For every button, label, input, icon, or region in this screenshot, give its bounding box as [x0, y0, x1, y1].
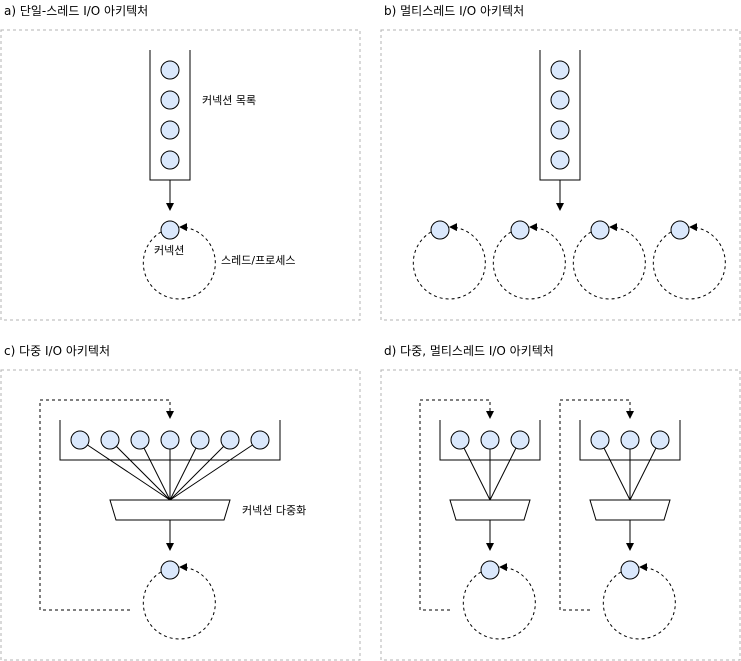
- queued-connection: [250, 430, 270, 450]
- queue-label: 커넥션 목록: [202, 94, 256, 107]
- thread-loop: [652, 223, 726, 300]
- queued-connection: [590, 430, 610, 450]
- panel-b: b) 멀티스레드 I/O 아키텍처: [380, 4, 741, 321]
- queued-connection: [130, 430, 150, 450]
- return-path: [419, 399, 494, 611]
- queued-connection: [190, 430, 210, 450]
- panel-c-title: c) 다중 I/O 아키텍처: [4, 344, 110, 358]
- thread-loop: [412, 223, 486, 300]
- active-connection: [510, 220, 530, 240]
- queued-connection: [450, 430, 470, 450]
- panel-d-frame: [380, 369, 741, 661]
- active-connection: [620, 560, 640, 580]
- panel-a-frame: [0, 29, 361, 321]
- fan-lines: [599, 439, 661, 501]
- panel-b-title: b) 멀티스레드 I/O 아키텍처: [384, 4, 524, 18]
- multiplexer: [449, 499, 531, 521]
- active-connection: [160, 560, 180, 580]
- thread-label: 스레드/프로세스: [221, 254, 296, 267]
- queued-connection: [160, 60, 180, 80]
- queued-connection: [160, 120, 180, 140]
- thread-loop: [142, 563, 216, 640]
- panel-a-title: a) 단일-스레드 I/O 아키텍처: [4, 4, 148, 18]
- active-connection: [480, 560, 500, 580]
- queued-connection: [100, 430, 120, 450]
- fan-lines: [459, 439, 521, 501]
- fan-lines: [79, 439, 261, 501]
- thread-loop: [602, 563, 676, 640]
- queued-connection: [220, 430, 240, 450]
- multiplexer: [109, 499, 231, 521]
- connection-label: 커넥션: [154, 244, 184, 257]
- thread-loop: [462, 563, 536, 640]
- queued-connection: [510, 430, 530, 450]
- panel-d-title: d) 다중, 멀티스레드 I/O 아키텍처: [384, 344, 554, 358]
- active-connection: [670, 220, 690, 240]
- queued-connection: [550, 120, 570, 140]
- return-path: [559, 399, 634, 611]
- queued-connection: [550, 150, 570, 170]
- active-connection: [430, 220, 450, 240]
- active-connection: [590, 220, 610, 240]
- thread-loop: [572, 223, 646, 300]
- queued-connection: [480, 430, 500, 450]
- thread-loop: [142, 223, 216, 300]
- multiplexer: [589, 499, 671, 521]
- queued-connection: [550, 90, 570, 110]
- panel-c: c) 다중 I/O 아키텍처 커넥션 다중화: [0, 344, 361, 661]
- return-path: [39, 399, 174, 611]
- panel-a: a) 단일-스레드 I/O 아키텍처 커넥션 목록 커넥션 스레드/프로세스: [0, 4, 361, 321]
- queued-connection: [160, 90, 180, 110]
- panel-c-frame: [0, 369, 361, 661]
- queued-connection: [620, 430, 640, 450]
- queued-connection: [160, 150, 180, 170]
- queued-connection: [160, 430, 180, 450]
- queued-connection: [70, 430, 90, 450]
- panel-d: d) 다중, 멀티스레드 I/O 아키텍처: [380, 344, 741, 661]
- panel-b-frame: [380, 29, 741, 321]
- active-connection: [160, 220, 180, 240]
- thread-loop: [492, 223, 566, 300]
- queued-connection: [550, 60, 570, 80]
- mux-label: 커넥션 다중화: [242, 504, 306, 517]
- queued-connection: [650, 430, 670, 450]
